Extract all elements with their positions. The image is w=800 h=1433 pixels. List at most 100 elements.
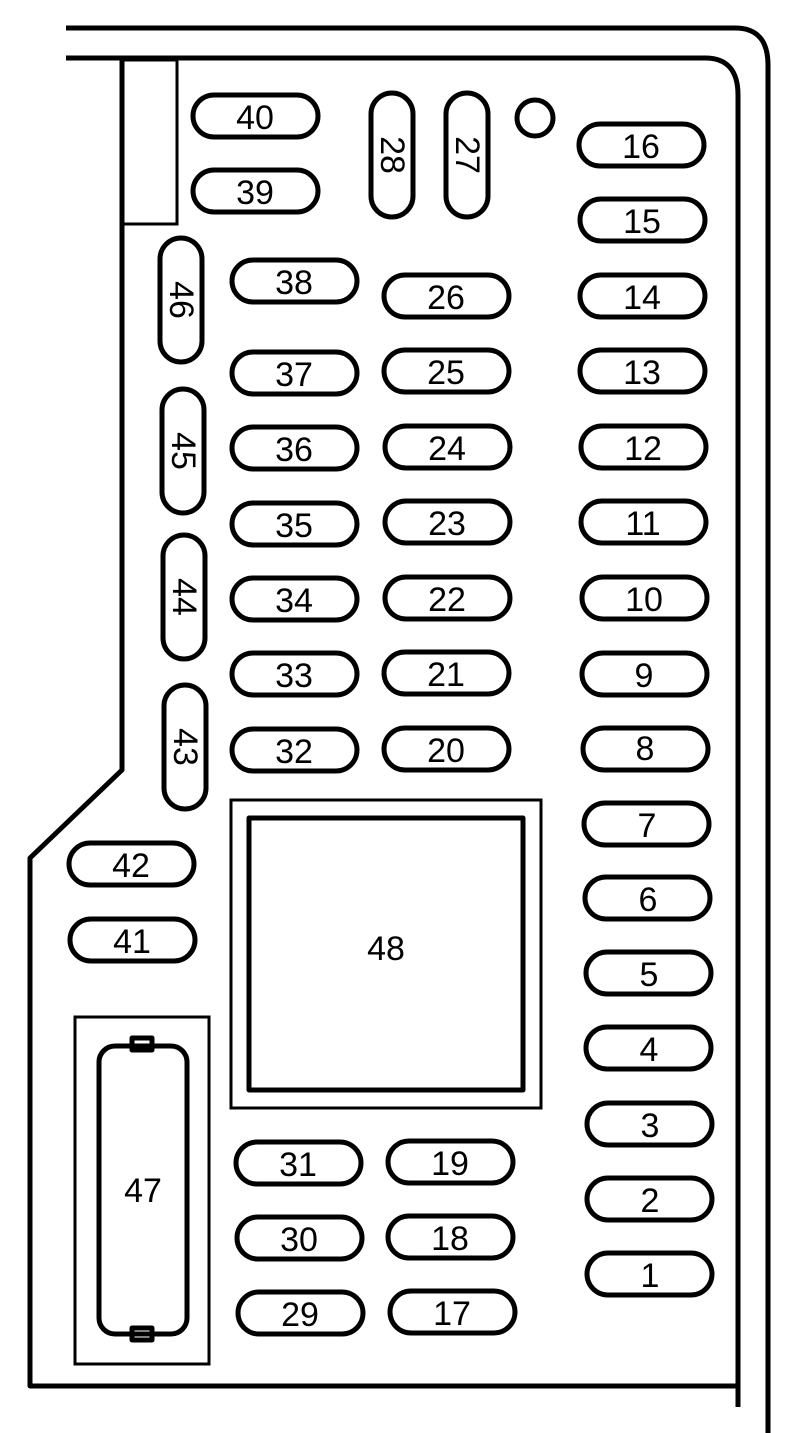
fuse-46: 46 (157, 235, 205, 365)
fuse-31: 31 (233, 1139, 364, 1187)
fuse-label: 8 (636, 730, 655, 768)
fuse-label: 11 (625, 505, 660, 543)
fuse-18: 18 (385, 1213, 516, 1261)
fuse-label: 45 (164, 432, 202, 470)
fuse-label: 18 (431, 1220, 469, 1258)
fuse-14: 14 (577, 272, 708, 320)
fuse-17: 17 (387, 1288, 518, 1336)
fuse-label: 13 (623, 354, 661, 392)
fuse-label: 17 (433, 1295, 471, 1333)
fuse-label: 43 (166, 728, 204, 766)
relay-label: 47 (124, 1172, 162, 1210)
top-left-bracket (120, 58, 179, 226)
mounting-hole (514, 97, 556, 139)
fuse-label: 24 (428, 430, 466, 468)
fuse-label: 22 (428, 581, 466, 619)
fuse-label: 27 (448, 136, 486, 174)
fuse-33: 33 (229, 650, 360, 698)
fuse-label: 35 (275, 507, 313, 545)
relay-label: 48 (367, 930, 405, 968)
fuse-15: 15 (577, 196, 708, 244)
fuse-label: 10 (625, 581, 663, 619)
fuse-label: 32 (275, 733, 313, 771)
fuse-label: 33 (275, 657, 313, 695)
fuse-37: 37 (229, 349, 360, 397)
fuse-39: 39 (190, 167, 321, 215)
fuse-label: 40 (236, 99, 274, 137)
fuse-34: 34 (229, 575, 360, 623)
fuse-label: 26 (427, 279, 465, 317)
fuse-label: 19 (431, 1145, 469, 1183)
fuse-label: 46 (162, 281, 200, 319)
fuse-3: 3 (584, 1100, 715, 1148)
fuse-29: 29 (235, 1289, 366, 1337)
fuse-1: 1 (584, 1250, 715, 1298)
fuse-11: 11 (578, 498, 709, 546)
fuse-label: 39 (236, 174, 274, 212)
fuse-45: 45 (159, 386, 207, 516)
fuse-42: 42 (66, 840, 197, 888)
fuse-12: 12 (578, 423, 709, 471)
fuse-19: 19 (385, 1138, 516, 1186)
fuse-label: 30 (280, 1221, 318, 1259)
fuse-label: 23 (428, 505, 466, 543)
fuse-23: 23 (382, 498, 513, 546)
relay-48: 48 (229, 798, 543, 1110)
fuse-label: 34 (275, 582, 313, 620)
fuse-label: 2 (641, 1182, 660, 1220)
fuse-36: 36 (229, 424, 360, 472)
outer-frame-line (66, 25, 771, 1433)
fuse-6: 6 (582, 874, 713, 922)
fuse-label: 38 (275, 264, 313, 302)
fuse-43: 43 (161, 682, 209, 812)
fuse-40: 40 (190, 92, 321, 140)
relay-47: 47 (73, 1015, 211, 1366)
fuse-label: 44 (165, 578, 203, 616)
fuse-2: 2 (584, 1175, 715, 1223)
fuse-label: 7 (638, 807, 657, 845)
fuse-label: 37 (275, 356, 313, 394)
fuse-26: 26 (381, 272, 512, 320)
fuse-25: 25 (381, 347, 512, 395)
fuse-5: 5 (583, 949, 714, 997)
fuse-35: 35 (229, 500, 360, 548)
fuse-label: 31 (279, 1146, 317, 1184)
inner-frame-outline (66, 55, 741, 1407)
fuse-label: 5 (640, 956, 659, 994)
fuse-10: 10 (579, 574, 710, 622)
fuse-label: 42 (112, 847, 150, 885)
fuse-44: 44 (160, 532, 208, 662)
fuse-label: 36 (275, 431, 313, 469)
fuse-label: 20 (427, 732, 465, 770)
fuse-13: 13 (577, 347, 708, 395)
fuse-label: 29 (281, 1296, 319, 1334)
inner-frame-outline-left (27, 58, 738, 1389)
fuse-label: 21 (427, 656, 465, 694)
fuse-27: 27 (443, 90, 491, 220)
fuse-24: 24 (382, 423, 513, 471)
fuse-label: 16 (622, 128, 660, 166)
fuse-22: 22 (382, 574, 513, 622)
fuse-label: 1 (641, 1257, 660, 1295)
fuse-label: 3 (641, 1107, 660, 1145)
fuse-label: 12 (624, 430, 662, 468)
fuse-16: 16 (576, 121, 707, 169)
fuse-21: 21 (381, 649, 512, 697)
fuse-label: 4 (640, 1031, 659, 1069)
fuse-30: 30 (234, 1214, 365, 1262)
fuse-32: 32 (229, 726, 360, 774)
fuse-4: 4 (583, 1024, 714, 1072)
fuse-label: 14 (623, 279, 661, 317)
fuse-label: 15 (623, 203, 661, 241)
fuse-28: 28 (368, 90, 416, 220)
fuse-label: 6 (639, 881, 658, 919)
fuse-8: 8 (580, 725, 711, 773)
fuse-9: 9 (579, 650, 710, 698)
fuse-label: 41 (113, 923, 151, 961)
fuse-label: 9 (635, 657, 654, 695)
fuse-label: 28 (373, 136, 411, 174)
fuse-41: 41 (67, 916, 198, 964)
fuse-20: 20 (381, 725, 512, 773)
fuse-label: 25 (427, 354, 465, 392)
